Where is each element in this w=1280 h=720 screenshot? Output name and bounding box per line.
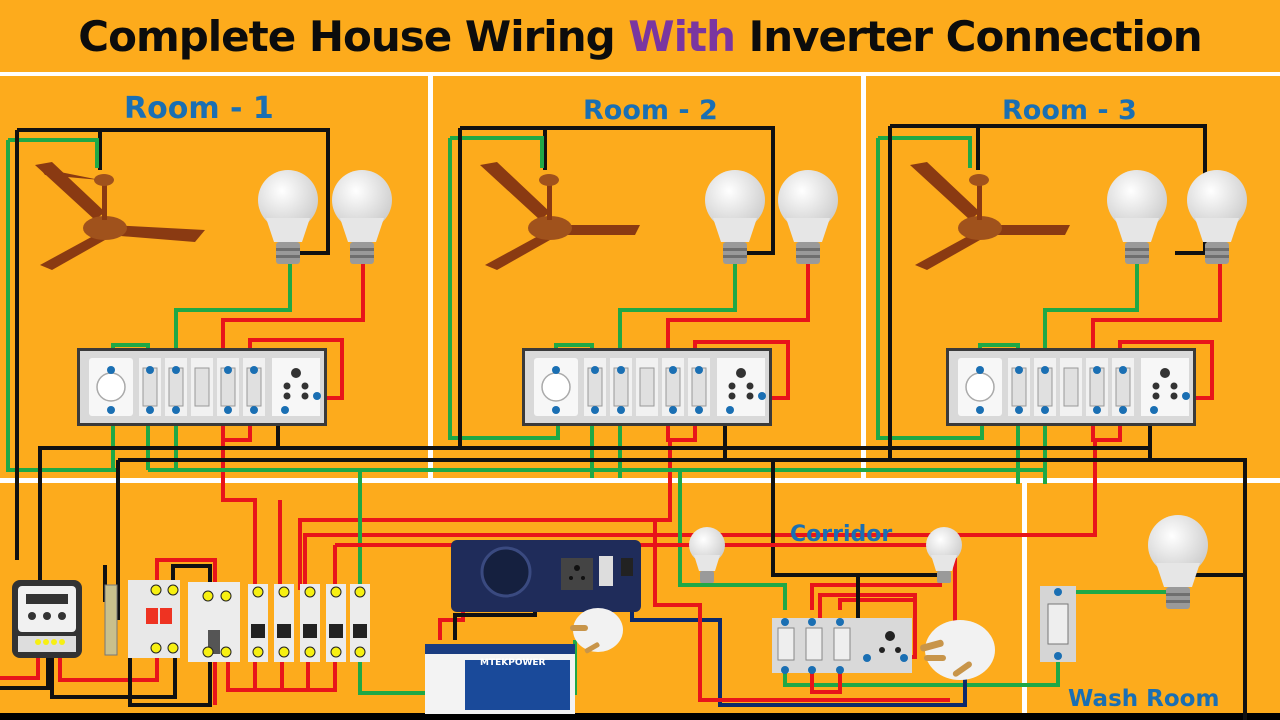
wire-phase [0, 648, 159, 682]
wire-phase [226, 648, 337, 692]
wire-neutral [171, 564, 212, 596]
led-bulb-icon [1148, 515, 1208, 609]
washroom-label: Wash Room [1068, 686, 1220, 712]
switchboard-corridor [772, 618, 912, 674]
wire-phase [810, 670, 842, 694]
wire-phase [666, 260, 810, 368]
double-pole-isolator-icon [128, 580, 180, 658]
corridor-label: Corridor [790, 522, 893, 547]
rccb-icon [188, 582, 240, 662]
wire-switched [1043, 260, 1139, 368]
mcb-icon [300, 584, 320, 662]
wire-switched [618, 260, 737, 368]
mcb-icon [350, 584, 370, 662]
title-bar: Complete House Wiring With Inverter Conn… [0, 0, 1280, 72]
3-pin-plug-icon [570, 608, 623, 654]
led-bulb-icon [705, 170, 765, 264]
wire-neutral [460, 126, 775, 255]
switchboard-room-1 [76, 347, 328, 427]
wire-switched [783, 662, 1060, 687]
room-1-label: Room - 1 [124, 91, 274, 126]
led-bulb-icon [1107, 170, 1167, 264]
neutral-link-icon [104, 584, 118, 656]
wire-phase [298, 440, 672, 590]
ceiling-fan-icon [35, 162, 205, 270]
energy-meter-icon [12, 580, 82, 658]
switchboard-room-3 [945, 347, 1197, 427]
wire-phase [221, 440, 257, 590]
title-accent: With [628, 11, 736, 61]
wire-neutral [17, 128, 330, 255]
led-bulb-icon [332, 170, 392, 264]
wire-neutral [0, 648, 177, 699]
led-bulb-icon [1187, 170, 1247, 264]
wire-switched [678, 470, 787, 610]
led-bulb-icon [778, 170, 838, 264]
wire-phase [1091, 260, 1222, 368]
wire-switched [450, 136, 544, 168]
mcb-icon [274, 584, 294, 662]
wire-phase [810, 583, 942, 610]
led-bulb-icon [689, 527, 725, 583]
wire-inverter-output [630, 590, 967, 707]
room-2-label: Room - 2 [583, 95, 718, 126]
battery-icon [425, 644, 575, 714]
wire-phase [653, 520, 950, 702]
diagram-title: Complete House Wiring With Inverter Conn… [78, 11, 1202, 61]
mcb-icon [326, 584, 346, 662]
3-pin-plug-icon [920, 620, 995, 680]
switch-washroom [1040, 586, 1076, 662]
mcb-row [248, 584, 370, 662]
room-3-label: Room - 3 [1002, 95, 1137, 126]
switchboard-room-2 [521, 347, 773, 427]
wire-neutral [118, 458, 1247, 720]
inverter-icon [451, 540, 641, 612]
wire-switched [8, 138, 99, 168]
wire-phase [221, 260, 365, 368]
mcb-icon [248, 584, 268, 662]
wire-neutral [771, 460, 945, 577]
led-bulb-icon [258, 170, 318, 264]
ceiling-fan-icon [910, 162, 1070, 270]
wire-switched [6, 140, 118, 472]
wire-switched [174, 260, 292, 368]
wire-switched [878, 136, 972, 168]
bottom-border [0, 713, 1280, 720]
ceiling-fan-icon [480, 162, 640, 270]
battery-brand: MTEKPOWER [480, 658, 546, 668]
